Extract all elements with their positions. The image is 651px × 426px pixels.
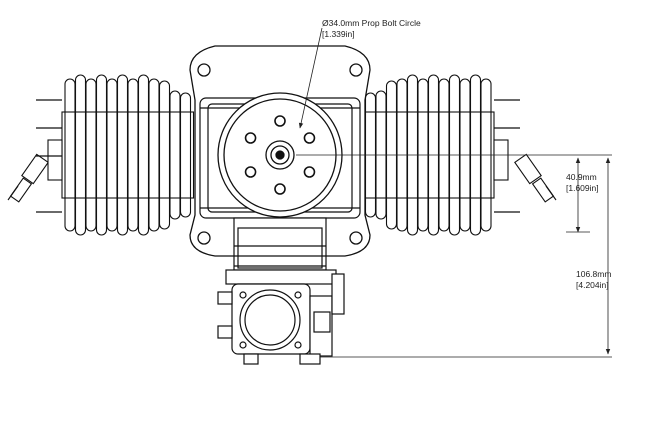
cooling-fin [169, 90, 181, 220]
cooling-fin [158, 80, 171, 230]
cooling-fin [137, 74, 150, 236]
cooling-fin [116, 74, 129, 236]
cooling-fin [179, 92, 192, 218]
dim-total-height-value: 106.8mm [576, 269, 611, 279]
left-spark-plug [7, 139, 63, 203]
right-spark-plug [493, 139, 557, 203]
cooling-fin [64, 78, 76, 232]
dim-total-height: 106.8mm [4.204in] [576, 157, 611, 355]
bolt-hole [274, 183, 286, 195]
prop-bolt-circle-alt: [1.339in] [322, 29, 355, 39]
bolt-hole [274, 115, 286, 127]
bolt-hole [244, 166, 257, 178]
prop-bolt-circle-callout: Ø34.0mm Prop Bolt Circle [1.339in] [298, 18, 421, 129]
carburetor [217, 273, 345, 365]
dim-total-height-alt: [4.204in] [576, 280, 609, 290]
cylinder-studs [36, 99, 520, 213]
prop-shaft [265, 140, 295, 170]
cooling-fin [127, 78, 139, 232]
prop-bolt-circle-label: Ø34.0mm Prop Bolt Circle [322, 18, 421, 28]
cooling-fin [148, 78, 160, 232]
prop-bolt-holes [244, 115, 316, 195]
bolt-hole [303, 132, 316, 144]
bolt-hole [303, 166, 316, 178]
cooling-fin [106, 78, 118, 232]
cooling-fin [85, 78, 97, 232]
extension-lines [296, 154, 612, 358]
dim-shaft-height: 40.9mm [1.609in] [566, 157, 599, 233]
crank-neck [225, 217, 337, 285]
cooling-fin [74, 74, 87, 236]
left-cylinder-fins [61, 74, 195, 236]
dim-shaft-height-value: 40.9mm [566, 172, 597, 182]
cooling-fin [95, 74, 108, 236]
bolt-hole [244, 132, 257, 144]
dim-shaft-height-alt: [1.609in] [566, 183, 599, 193]
